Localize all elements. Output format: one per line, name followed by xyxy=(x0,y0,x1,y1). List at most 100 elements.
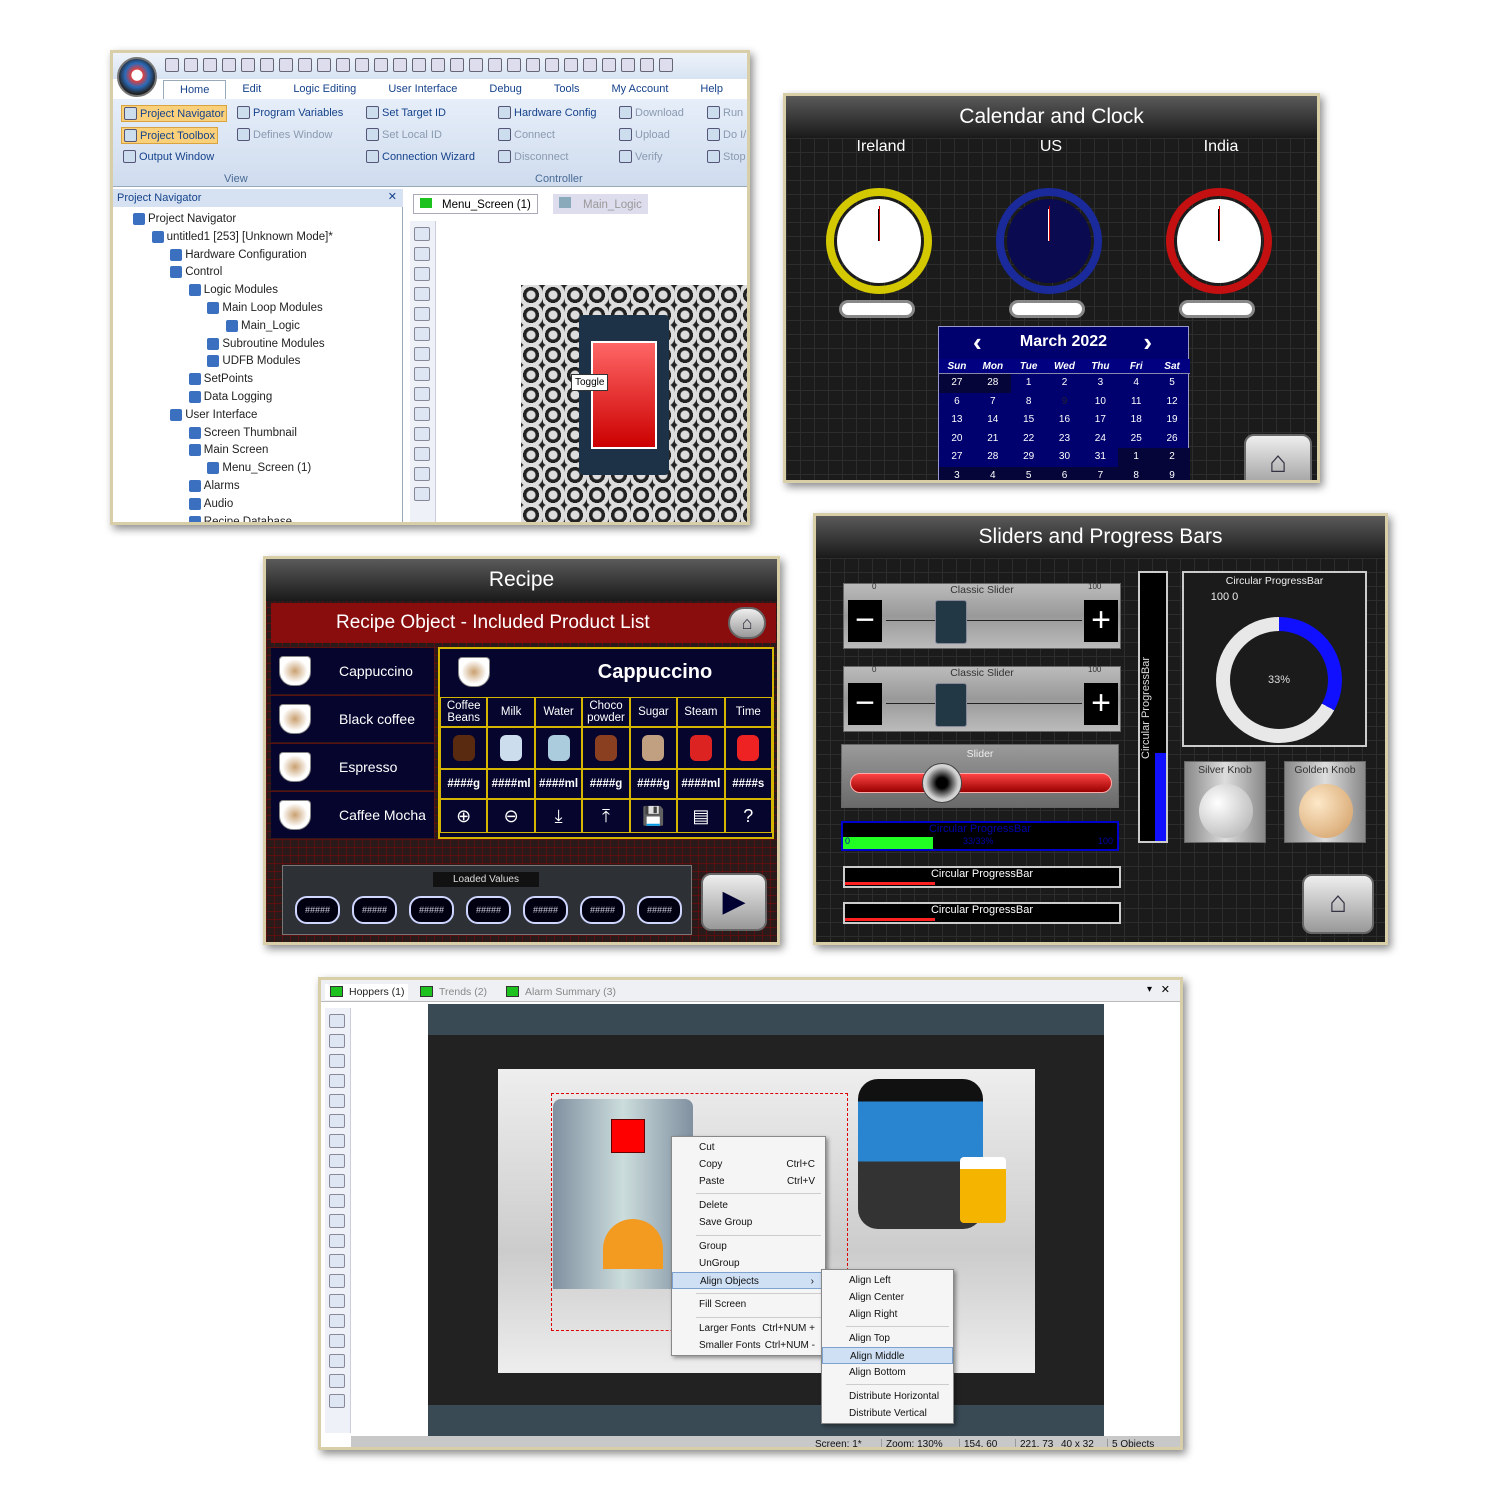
tree-item[interactable]: Control xyxy=(170,266,222,279)
slider-thumb[interactable] xyxy=(921,763,962,803)
calendar-day[interactable]: 9 xyxy=(1061,395,1068,407)
submenu-item-align-center[interactable]: Align Center xyxy=(849,1292,905,1303)
selected-recipe-name[interactable]: Cappuccino xyxy=(597,661,713,683)
menu-item-fill-screen[interactable]: Fill Screen xyxy=(672,1296,825,1313)
set-local-id-button[interactable]: Set Local ID xyxy=(366,128,442,141)
tab-home[interactable]: Home xyxy=(163,80,227,100)
tool-icon[interactable] xyxy=(414,407,430,421)
tool-icon[interactable] xyxy=(329,1294,345,1308)
calendar-day[interactable]: 18 xyxy=(1130,414,1142,425)
calendar-day[interactable]: 14 xyxy=(987,414,999,425)
tree-item[interactable]: Recipe Database xyxy=(188,515,292,522)
calendar-day[interactable]: 21 xyxy=(987,432,999,444)
submenu-item-align-top[interactable]: Align Top xyxy=(849,1333,890,1344)
close-icon[interactable]: ✕ xyxy=(387,191,397,203)
connect-button[interactable]: Connect xyxy=(498,128,555,141)
decrement-button[interactable]: − xyxy=(848,683,882,725)
tool-icon[interactable] xyxy=(329,1314,345,1328)
toolbar-icon[interactable] xyxy=(583,58,597,72)
calendar-day[interactable]: 30 xyxy=(1058,451,1071,462)
program-variables-button[interactable]: Program Variables xyxy=(237,106,343,119)
calendar-day[interactable]: 19 xyxy=(1166,414,1178,425)
remove-icon[interactable]: ⊖ xyxy=(487,799,535,833)
tree-item[interactable]: Audio xyxy=(188,497,233,510)
calendar-day[interactable]: 8 xyxy=(1025,395,1032,407)
calendar-day[interactable]: 15 xyxy=(1023,414,1035,425)
toolbar-icon[interactable] xyxy=(507,58,521,72)
toolbar-icon[interactable] xyxy=(564,58,578,72)
calendar-day[interactable]: 3 xyxy=(939,466,975,480)
increment-button[interactable]: + xyxy=(1084,683,1118,725)
tab-my-account[interactable]: My Account xyxy=(611,83,669,95)
silver-knob[interactable]: Silver Knob xyxy=(1184,761,1266,843)
toolbar-icon[interactable] xyxy=(469,58,483,72)
increment-button[interactable]: + xyxy=(1084,600,1118,642)
menu-item-cut[interactable]: Cut xyxy=(672,1139,825,1156)
tool-icon[interactable] xyxy=(414,287,430,301)
calendar-day[interactable]: 26 xyxy=(1166,432,1178,444)
recipe-product-item[interactable]: Espresso xyxy=(271,744,434,790)
calendar-day[interactable]: 6 xyxy=(954,395,960,407)
save-icon[interactable]: 💾 xyxy=(629,799,678,833)
tree-item[interactable]: Menu_Screen (1) xyxy=(207,462,311,475)
tree-item[interactable]: Alarms xyxy=(188,480,240,492)
slider-thumb[interactable] xyxy=(934,600,967,644)
upload-icon[interactable]: ⤒ xyxy=(582,799,630,833)
tool-icon[interactable] xyxy=(329,1254,345,1268)
calendar-day[interactable]: 11 xyxy=(1131,395,1142,407)
recipe-product-item[interactable]: Cappuccino xyxy=(271,648,434,694)
tool-icon[interactable] xyxy=(329,1074,345,1088)
tree-item[interactable]: Project Navigator xyxy=(133,213,236,225)
stop-button[interactable]: Stop xyxy=(707,150,746,163)
set-target-id-button[interactable]: Set Target ID xyxy=(366,106,446,119)
golden-knob[interactable]: Golden Knob xyxy=(1284,761,1366,843)
toolbar-icon[interactable] xyxy=(260,58,274,72)
submenu-item-distribute-horizontal[interactable]: Distribute Horizontal xyxy=(849,1391,940,1402)
tool-icon[interactable] xyxy=(414,307,430,321)
tab-main-logic[interactable]: Main_Logic xyxy=(553,194,648,214)
download-icon[interactable]: ⤓ xyxy=(534,799,583,833)
document-icon[interactable]: ▤ xyxy=(677,799,725,833)
calendar-day[interactable]: 3 xyxy=(1097,377,1104,388)
tool-icon[interactable] xyxy=(414,227,430,241)
calendar-day[interactable]: 4 xyxy=(974,466,1011,480)
toolbar-icon[interactable] xyxy=(336,58,350,72)
calendar-day[interactable]: 6 xyxy=(1046,466,1083,480)
project-toolbox-button[interactable]: Project Toolbox xyxy=(121,127,219,144)
submenu-item-align-right[interactable]: Align Right xyxy=(849,1309,898,1320)
decrement-button[interactable]: − xyxy=(848,600,882,642)
tab-tools[interactable]: Tools xyxy=(553,83,580,95)
play-button[interactable]: ▶ xyxy=(701,873,767,931)
connection-wizard-button[interactable]: Connection Wizard xyxy=(366,150,475,163)
tool-icon[interactable] xyxy=(414,367,430,381)
tab-hoppers-[interactable]: Hoppers (1) xyxy=(325,984,409,1000)
tab-menu-screen[interactable]: Menu_Screen (1) xyxy=(413,194,538,214)
toolbar-icon[interactable] xyxy=(317,58,331,72)
tree-item[interactable]: untitled1 [253] [Unknown Mode]* xyxy=(151,230,333,243)
tab-edit[interactable]: Edit xyxy=(242,83,262,95)
calendar-day[interactable]: 20 xyxy=(951,432,963,444)
calendar-day[interactable]: 2 xyxy=(1154,448,1190,467)
tool-icon[interactable] xyxy=(329,1194,345,1208)
home-button[interactable]: ⌂ xyxy=(1302,874,1374,934)
toolbar-icon[interactable] xyxy=(602,58,616,72)
tool-icon[interactable] xyxy=(329,1274,345,1288)
calendar-day[interactable]: 1 xyxy=(1025,377,1032,388)
next-month-button[interactable]: › xyxy=(1143,327,1152,357)
tool-icon[interactable] xyxy=(329,1054,345,1068)
output-window-button[interactable]: Output Window xyxy=(123,150,214,163)
tab-trends-[interactable]: Trends (2) xyxy=(415,984,491,1000)
toolbar-icon[interactable] xyxy=(203,58,217,72)
toggle-switch[interactable] xyxy=(579,315,669,475)
toolbar-icon[interactable] xyxy=(374,58,388,72)
tab-help[interactable]: Help xyxy=(700,83,723,95)
prev-month-button[interactable]: ‹ xyxy=(973,327,982,357)
tool-icon[interactable] xyxy=(414,247,430,261)
run-button[interactable]: Run xyxy=(707,106,743,119)
calendar-day[interactable]: 1 xyxy=(1118,448,1155,467)
tree-item[interactable]: Subroutine Modules xyxy=(207,337,325,350)
toolbar-icon[interactable] xyxy=(640,58,654,72)
